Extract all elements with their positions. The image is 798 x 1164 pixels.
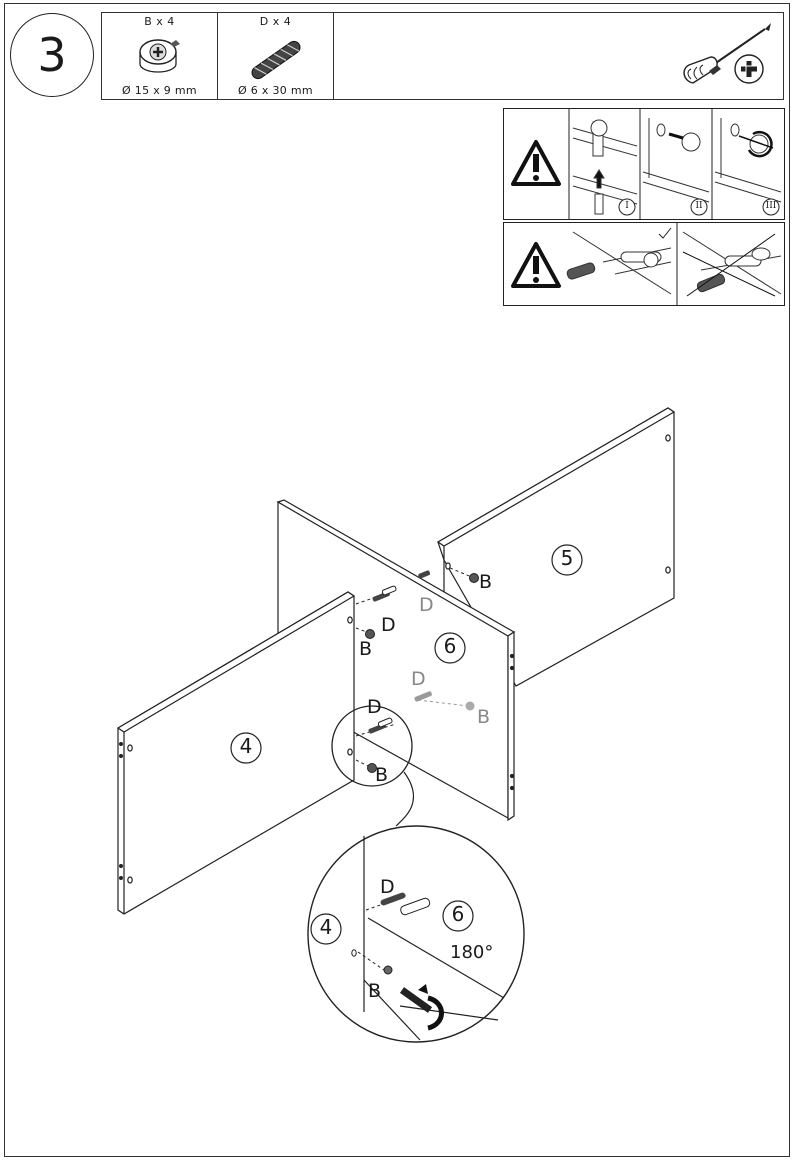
panel-5-label: 5 [560, 546, 574, 570]
detail-zoom-circle [307, 825, 525, 1043]
warning-triangle-icon [511, 140, 561, 186]
callout-d-mid: D [411, 668, 426, 690]
warning-panel-cam-steps [503, 108, 785, 220]
panel-5 [436, 407, 676, 687]
detail-callout-b: B [368, 980, 382, 1002]
callout-d-top: D [419, 594, 434, 616]
part-d-dimension: Ø 6 x 30 mm [238, 84, 313, 97]
detail-panel-4-label: 4 [319, 915, 333, 939]
part-d-cell: D x 4 Ø 6 x 30 mm [218, 13, 334, 99]
callout-b-top: B [479, 571, 493, 593]
cam-lock-icon [139, 39, 180, 73]
step-roman-labels [618, 198, 780, 216]
panel-6 [276, 499, 516, 822]
step-label-iii: III [765, 201, 777, 211]
part-d-quantity: D x 4 [259, 15, 292, 28]
callout-b-low: B [375, 764, 389, 786]
detail-panel-6-label: 6 [451, 902, 465, 926]
callout-b-left: B [359, 638, 373, 660]
screwdriver-rotate-icon [399, 984, 444, 1031]
part-b-quantity: B x 4 [144, 15, 175, 28]
detail-source-circle [331, 705, 413, 787]
phillips-screwdriver-icon [683, 23, 771, 84]
detail-rotation-label: 180° [450, 942, 494, 963]
step-number: 3 [10, 13, 94, 97]
callout-d-low: D [367, 696, 382, 718]
warning-panel-dowel-orientation [503, 222, 785, 306]
page-frame [4, 3, 790, 1157]
callout-d-left: D [381, 614, 396, 636]
step-label-i: I [625, 201, 629, 211]
panel-4-label: 4 [239, 734, 253, 758]
step-label-ii: II [695, 201, 703, 211]
part-b-cell: B x 4 Ø 15 x 9 mm [102, 13, 218, 99]
detail-callout-d: D [380, 876, 395, 898]
dowel-icon [251, 40, 301, 80]
callout-b-mid: B [477, 706, 491, 728]
parts-list: B x 4 Ø 15 x 9 mm D x 4 Ø 6 x 30 mm [101, 12, 784, 100]
part-b-dimension: Ø 15 x 9 mm [122, 84, 197, 97]
panel-6-label: 6 [443, 634, 457, 658]
warning-triangle-icon [511, 242, 561, 288]
